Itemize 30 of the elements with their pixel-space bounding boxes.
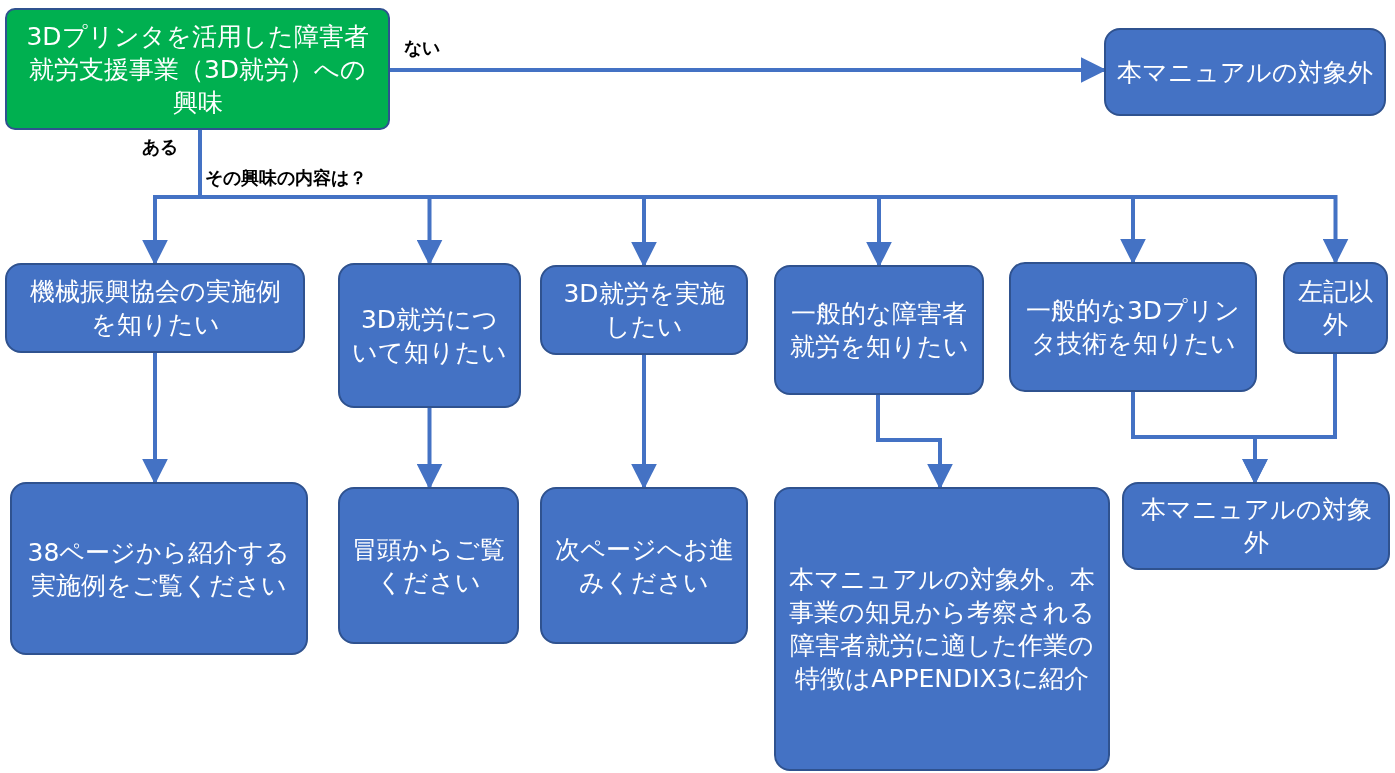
- node-text: 次ページへお進みください: [553, 533, 735, 599]
- node-text: 3D就労を実施したい: [562, 278, 726, 343]
- process-box: [1283, 262, 1388, 354]
- node-text: 左記以外: [1297, 276, 1374, 341]
- process-box: [5, 263, 305, 353]
- arrow: [142, 353, 168, 485]
- process-box: [338, 487, 519, 644]
- node-text: 本マニュアルの対象外: [1117, 56, 1373, 89]
- process-box: [1122, 482, 1390, 570]
- node-text: 38ページから紹介する実施例をご覧ください: [26, 536, 292, 602]
- arrow: [876, 395, 953, 490]
- node-text: 本マニュアルの対象外: [1139, 494, 1373, 559]
- process-box: [540, 265, 748, 355]
- node-text: 冒頭からご覧ください: [351, 533, 506, 599]
- process-box: [10, 482, 308, 655]
- process-box: [1104, 28, 1386, 116]
- start-box: [5, 8, 390, 130]
- node-text: 3D就労について知りたい: [351, 303, 508, 369]
- process-box: [774, 265, 984, 395]
- node-text: 機械振興協会の実施例を知りたい: [28, 276, 282, 341]
- process-box: [1009, 262, 1257, 392]
- arrow: [631, 355, 657, 490]
- process-box: [540, 487, 748, 644]
- arrow: [416, 408, 443, 490]
- node-text: 本マニュアルの対象外。本事業の知見から考察される障害者就労に適した作業の特徴はAPPENDIX3に紹介: [788, 564, 1096, 695]
- process-box: [774, 487, 1110, 771]
- node-text: 3Dプリンタを活用した障害者就労支援事業（3D就労）への興味: [25, 20, 370, 119]
- process-box: [338, 263, 521, 408]
- node-text: 一般的な3Dプリンタ技術を知りたい: [1024, 295, 1242, 360]
- node-text: 一般的な障害者就労を知りたい: [788, 298, 970, 363]
